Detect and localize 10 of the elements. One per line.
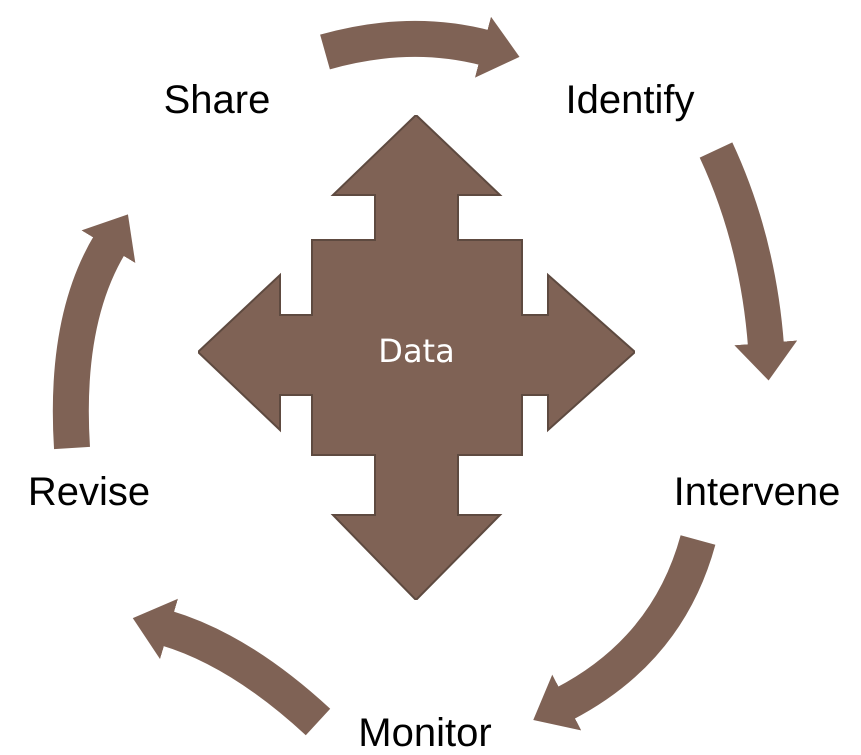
step-label: Intervene [674,470,840,514]
curved-arrow [133,599,330,736]
curved-arrow [52,214,136,449]
node-label: Data [378,332,455,370]
step-label: Revise [28,470,150,514]
step-label: Identify [566,78,694,122]
curved-arrow [700,142,798,380]
curved-arrow [320,16,520,78]
step-label: Share [164,78,270,122]
step-label: Monitor [358,711,492,755]
